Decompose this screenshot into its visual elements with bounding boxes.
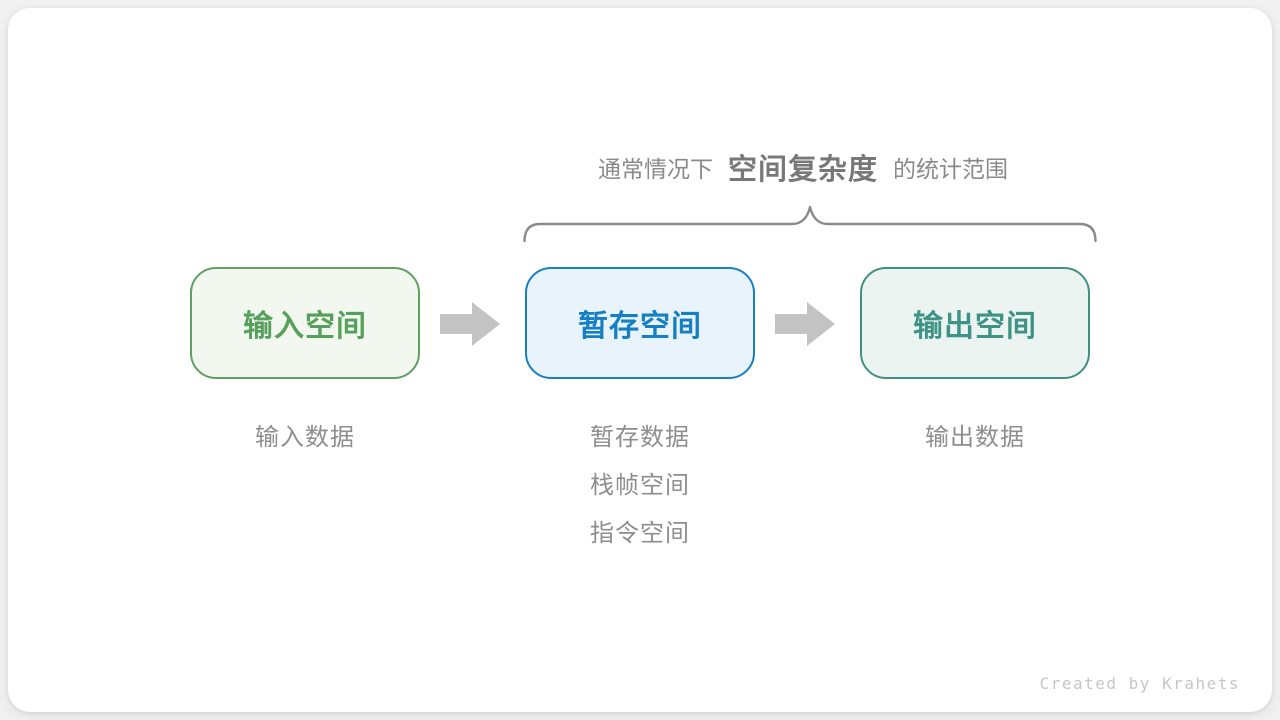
box-input-space: 输入空间	[190, 267, 420, 379]
sublabels-output: 输出数据	[860, 414, 1090, 462]
sublabel-input-data: 输入数据	[255, 424, 355, 451]
arrow-right-icon	[440, 302, 500, 346]
title-suffix: 的统计范围	[893, 156, 1008, 182]
sublabel-temp-data: 暂存数据	[590, 424, 690, 451]
sublabel-stack-frame-space: 栈帧空间	[590, 472, 690, 499]
box-input-space-label: 输入空间	[243, 310, 367, 343]
box-output-space-label: 输出空间	[913, 310, 1037, 343]
sublabel-instruction-space: 指令空间	[590, 520, 690, 547]
credit-text: Created by Krahets	[1039, 674, 1240, 693]
box-output-space: 输出空间	[860, 267, 1090, 379]
sublabels-input: 输入数据	[190, 414, 420, 462]
diagram-card: 通常情况下 空间复杂度 的统计范围 输入空间 暂存空间 输出空间 输入数据 暂存…	[8, 8, 1272, 712]
title-highlight: 空间复杂度	[727, 154, 878, 186]
title-prefix: 通常情况下	[597, 156, 713, 182]
box-temp-space-label: 暂存空间	[578, 310, 702, 343]
box-temp-space: 暂存空间	[525, 267, 755, 379]
sublabels-temp: 暂存数据 栈帧空间 指令空间	[525, 414, 755, 558]
sublabel-output-data: 输出数据	[925, 424, 1025, 451]
diagram-title: 通常情况下 空间复杂度 的统计范围	[503, 144, 1103, 190]
curly-brace-icon	[523, 205, 1097, 243]
arrow-right-icon	[775, 302, 835, 346]
